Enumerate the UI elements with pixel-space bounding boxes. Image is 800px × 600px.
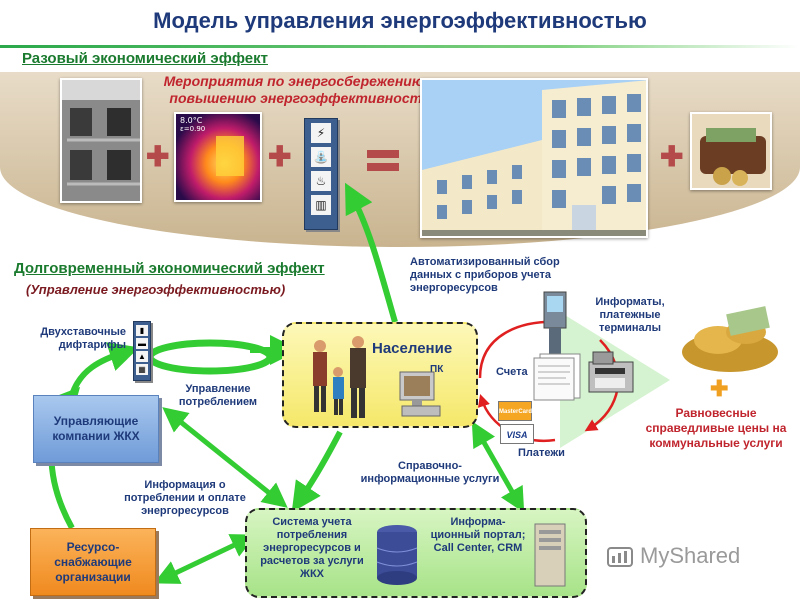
thermal-image: 8.0°C ε=0.90 <box>174 112 262 202</box>
arrow-population-to-measures <box>344 182 398 323</box>
equals-bar-top <box>367 150 399 158</box>
thermal-scan-image <box>176 114 260 200</box>
renovated-building-image <box>422 80 646 236</box>
coins-icon <box>682 306 778 372</box>
wallet-money-photo <box>690 112 772 190</box>
title-underline <box>0 45 800 48</box>
population-label: Население <box>372 340 453 357</box>
thermal-temperature: 8.0°C <box>180 116 203 125</box>
plus-sign-3: ✚ <box>660 141 684 172</box>
one-time-effect-heading: Разовый экономический эффект <box>22 50 268 67</box>
plus-sign-prices: ✚ <box>710 376 729 401</box>
electricity-icon: ⚡ <box>311 123 331 143</box>
bills-label: Счета <box>496 366 528 378</box>
mastercard-card: MasterCard <box>498 401 532 421</box>
watermark: MyShared <box>606 540 776 572</box>
computer-icon <box>399 371 441 417</box>
arrow-population-portal <box>471 421 525 513</box>
info-consumption-label: Информация о потреблении и оплате энерго… <box>124 479 246 517</box>
database-icon <box>376 525 418 585</box>
info-kiosk-icon <box>543 291 567 358</box>
cash-register-icon <box>588 351 634 393</box>
family-figures-icon <box>313 336 366 418</box>
arrow-population-to-system <box>291 430 343 513</box>
info-terminals-label: Информаты, платежные терминалы <box>595 296 665 334</box>
long-term-effect-heading: Долговременный экономический эффект <box>14 260 325 277</box>
bill-document-icon <box>533 353 581 401</box>
auto-collection-label: Автоматизированный сбор данных с приборо… <box>410 256 560 294</box>
thermal-emissivity: ε=0.90 <box>180 125 206 133</box>
watermark-logo-icon <box>607 547 633 567</box>
plus-sign-1: ✚ <box>146 141 170 172</box>
watermark-text: MyShared <box>640 543 741 568</box>
reference-services-label: Справочно-информационные услуги <box>360 460 500 485</box>
meter-icon-4: ▦ <box>136 364 148 375</box>
equals-bar-bottom <box>367 163 399 171</box>
meter-icon-2: ▬ <box>136 338 148 349</box>
arrow-companies-system <box>162 407 288 508</box>
population-box: Население ПК <box>282 322 478 428</box>
meter-icon-1: ▮ <box>136 325 148 336</box>
info-portal-label: Информа-ционный портал; Call Center, CRM <box>430 516 526 554</box>
wallet-image <box>692 114 770 188</box>
server-icon <box>534 523 566 587</box>
utility-icons-strip: ⚡ ⛲ ♨ ▥ <box>304 118 338 230</box>
renovated-building-photo <box>420 78 648 238</box>
radiator-icon: ▥ <box>311 195 331 215</box>
arrow-companies-to-tariffs <box>69 342 140 397</box>
meter-icon-3: ▲ <box>136 351 148 362</box>
visa-card: VISA <box>500 424 534 444</box>
pc-label: ПК <box>430 364 444 375</box>
housing-companies-box: Управляющие компании ЖКХ <box>33 395 159 463</box>
tariff-icons-strip: ▮ ▬ ▲ ▦ <box>133 321 151 381</box>
measures-heading: Мероприятия по энергосбережению и повыше… <box>163 73 437 106</box>
payments-label: Платежи <box>518 447 565 459</box>
accounting-system-label: Система учета потребления энергоресурсов… <box>260 516 364 580</box>
fair-prices-label: Равновесные справедливые цены на коммуна… <box>645 406 787 450</box>
arrow-suppliers-system <box>153 534 257 584</box>
old-building-photo <box>60 78 142 203</box>
long-term-effect-subheading: (Управление энергоэффективностью) <box>26 282 286 297</box>
gas-flame-icon: ♨ <box>311 171 331 191</box>
water-tap-icon: ⛲ <box>311 147 331 167</box>
resource-suppliers-box: Ресурсо-снабжающие организации <box>30 528 156 596</box>
accounting-system-box: Система учета потребления энергоресурсов… <box>245 508 587 598</box>
tariffs-label: Двухставочные дифтарифы <box>40 326 126 351</box>
consumption-management-label: Управление потреблением <box>178 383 258 408</box>
old-building-image <box>62 80 140 201</box>
plus-sign-2: ✚ <box>268 141 292 172</box>
page-title: Модель управления энергоэффективностью <box>153 8 647 33</box>
